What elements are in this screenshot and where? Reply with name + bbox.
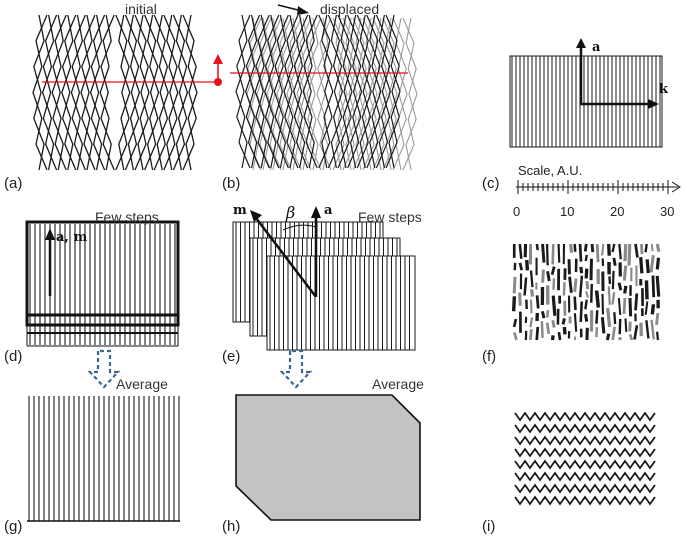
panel-h: Average (h) [222, 376, 424, 535]
disordered-dash-pattern [511, 243, 661, 341]
vector-label-k: k [659, 82, 669, 97]
panel-label-h: (h) [222, 518, 240, 535]
line-grating-rotated-steps [232, 221, 416, 351]
zigzag-waves [514, 411, 656, 506]
scale-ticks [517, 180, 669, 194]
panel-e: m a β Few steps (e) [222, 203, 422, 365]
panel-label-c: (c) [482, 175, 500, 192]
red-dot-icon [214, 78, 222, 86]
panel-a: initial (a) [4, 1, 223, 192]
panel-d: a, m Few steps (d) [4, 209, 180, 365]
scale-tick-30: 30 [660, 204, 674, 219]
title-initial: initial [125, 1, 157, 17]
panel-label-g: (g) [4, 518, 22, 535]
title-few-steps-d: Few steps [95, 209, 159, 225]
panel-label-d: (d) [4, 348, 22, 365]
panel-f: (f) [482, 243, 661, 365]
scale-tick-10: 10 [560, 204, 574, 219]
scale-title: Scale, A.U. [518, 163, 582, 178]
title-few-steps-e: Few steps [358, 209, 422, 225]
scale-tick-20: 20 [610, 204, 624, 219]
line-grating [511, 56, 661, 147]
vector-label-am: a, m [56, 230, 87, 245]
panel-label-f: (f) [482, 348, 496, 365]
blue-dashed-down-arrow-icon [87, 349, 121, 389]
zigzag-lattice-initial [32, 14, 198, 171]
vector-m-arrow [255, 217, 317, 298]
red-up-arrowhead [213, 54, 223, 64]
title-average-h: Average [372, 376, 424, 392]
panel-b: displaced (b) [222, 1, 418, 192]
beta-angle-arc [282, 224, 317, 231]
panel-label-b: (b) [222, 175, 240, 192]
blue-dashed-down-arrow-icon-e [279, 349, 313, 389]
averaged-line-grating [28, 396, 180, 521]
angle-label-beta: β [285, 203, 295, 222]
title-average-g: Average [116, 376, 168, 392]
panel-i: (i) [482, 411, 656, 535]
panel-label-a: (a) [4, 175, 22, 192]
displacement-arrow-icon [277, 4, 309, 15]
zigzag-lattice-displaced [235, 14, 401, 169]
scale-tick-0: 0 [513, 204, 520, 219]
averaged-gray-region [235, 394, 421, 521]
vector-label-a-e: a [324, 203, 333, 218]
vector-label-m: m [233, 203, 247, 218]
panel-label-i: (i) [482, 518, 495, 535]
panel-c: a k (c) Scale, A.U. 0 10 20 30 [482, 38, 681, 219]
panel-g: Average (g) [4, 376, 180, 535]
title-displaced: displaced [320, 1, 379, 17]
line-grating-steps [29, 224, 176, 345]
vector-label-a: a [592, 40, 601, 55]
panel-label-e: (e) [222, 348, 240, 365]
